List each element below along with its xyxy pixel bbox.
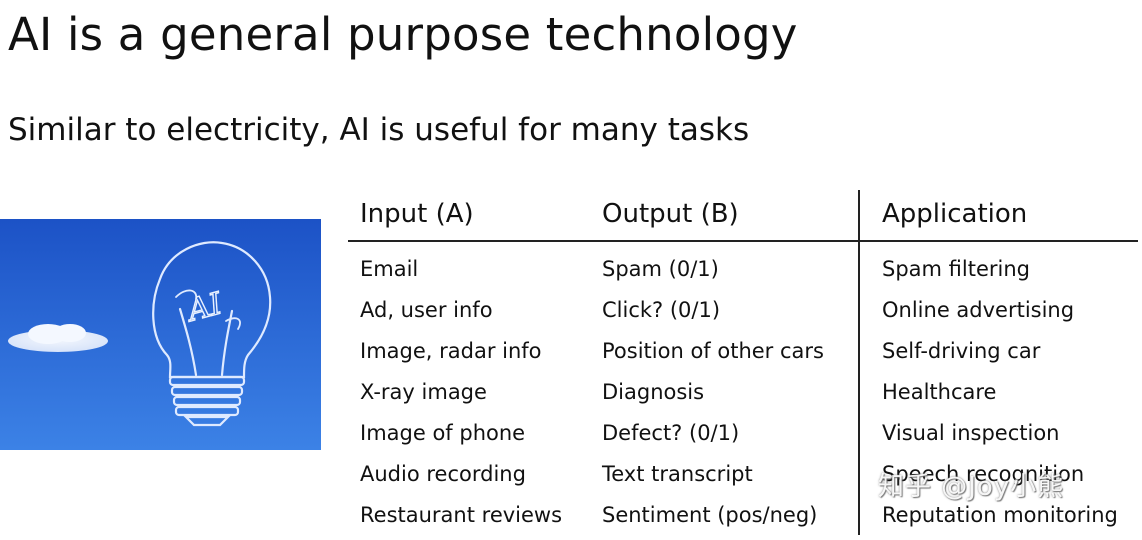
cloud-icon <box>8 324 108 352</box>
table-row-2-application: Online advertising <box>882 298 1075 322</box>
table-row-5-input: Image of phone <box>360 421 526 445</box>
table-row-5-application: Visual inspection <box>882 421 1060 445</box>
watermark-text: 知乎 @Joy小熊 <box>878 472 1065 502</box>
header-output: Output (B) <box>602 199 739 229</box>
header-application: Application <box>882 199 1028 229</box>
lightbulb-sky-image: AI <box>0 219 321 450</box>
table-row-6-output: Text transcript <box>602 462 753 486</box>
header-divider <box>348 240 1138 242</box>
table-row-2-output: Click? (0/1) <box>602 298 721 322</box>
table-row-4-input: X-ray image <box>360 380 487 404</box>
table-row-4-application: Healthcare <box>882 380 997 404</box>
table-row-2-input: Ad, user info <box>360 298 493 322</box>
slide-subtitle: Similar to electricity, AI is useful for… <box>8 112 750 148</box>
header-input: Input (A) <box>360 199 474 229</box>
slide-title: AI is a general purpose technology <box>8 8 798 61</box>
column-divider <box>858 190 860 535</box>
table-row-1-output: Spam (0/1) <box>602 257 719 281</box>
table-row-4-output: Diagnosis <box>602 380 705 404</box>
table-row-7-output: Sentiment (pos/neg) <box>602 503 818 527</box>
table-row-7-input: Restaurant reviews <box>360 503 563 527</box>
table-row-5-output: Defect? (0/1) <box>602 421 740 445</box>
table-row-6-application: Speech recognition <box>882 462 1085 486</box>
table-row-7-application: Reputation monitoring <box>882 503 1118 527</box>
table-row-1-application: Spam filtering <box>882 257 1030 281</box>
table-row-1-input: Email <box>360 257 419 281</box>
table-row-3-application: Self-driving car <box>882 339 1041 363</box>
table-row-6-input: Audio recording <box>360 462 526 486</box>
lightbulb-sky-svg: AI <box>0 219 321 450</box>
table-row-3-output: Position of other cars <box>602 339 824 363</box>
ai-applications-table: Input (A) Output (B) Application Email S… <box>348 190 1138 535</box>
table-row-3-input: Image, radar info <box>360 339 542 363</box>
